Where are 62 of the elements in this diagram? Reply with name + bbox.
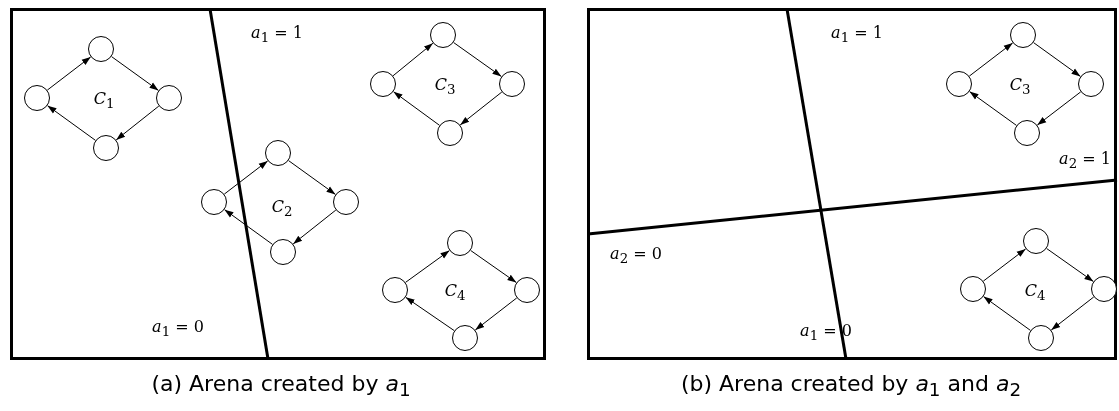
arrow — [292, 209, 337, 245]
arrow — [405, 296, 455, 332]
state-circle — [382, 277, 408, 303]
state-circle — [430, 22, 456, 48]
math-label: C$_{3}$ — [434, 74, 456, 98]
math-label: C$_{4}$ — [1024, 280, 1046, 304]
math-label: C$_{3}$ — [1009, 74, 1031, 98]
state-circle — [156, 85, 182, 111]
state-circle — [1014, 120, 1040, 146]
arrow — [1036, 91, 1082, 126]
arrow — [982, 248, 1027, 282]
math-label: a$_{1}$ = 0 — [800, 320, 852, 344]
state-circle — [514, 277, 540, 303]
state-circle — [1078, 71, 1104, 97]
state-circle — [452, 325, 478, 351]
arrow — [111, 56, 159, 91]
state-circle — [499, 71, 525, 97]
state-circle — [370, 71, 396, 97]
arrow — [474, 297, 518, 331]
arrow — [453, 42, 502, 77]
state-circle — [93, 135, 119, 161]
state-circle — [437, 120, 463, 146]
math-label: C$_{4}$ — [444, 280, 466, 304]
arrow — [405, 250, 450, 283]
math-label: a$_{1}$ = 1 — [831, 22, 883, 46]
arrow — [968, 42, 1014, 77]
state-circle — [270, 239, 296, 265]
arrow — [288, 160, 336, 195]
state-circle — [447, 230, 473, 256]
math-label: C$_{1}$ — [93, 88, 115, 112]
state-circle — [946, 71, 972, 97]
state-circle — [201, 189, 227, 215]
state-circle — [24, 85, 50, 111]
state-circle — [333, 189, 359, 215]
arrow — [1033, 42, 1081, 77]
math-label: a$_{1}$ = 0 — [152, 316, 204, 340]
math-label: a$_{2}$ = 0 — [610, 243, 662, 267]
arrow — [115, 105, 160, 141]
arrow — [470, 249, 517, 284]
panel-title: (a) Arena created by a$_{1}$ — [151, 371, 411, 401]
arrow — [1050, 296, 1095, 331]
arrow — [46, 56, 92, 91]
state-circle — [265, 140, 291, 166]
arrow — [393, 91, 440, 126]
state-circle — [960, 276, 986, 302]
math-label: C$_{2}$ — [271, 196, 293, 220]
arrow — [224, 209, 273, 245]
arrow — [1046, 248, 1094, 282]
state-circle — [88, 36, 114, 62]
panel-title: (b) Arena created by a$_{1}$ and a$_{2}$ — [680, 371, 1022, 401]
arrow — [969, 91, 1017, 126]
arrow — [983, 296, 1031, 331]
state-circle — [1010, 22, 1036, 48]
math-label: a$_{1}$ = 1 — [251, 22, 303, 46]
math-label: a$_{2}$ = 1 — [1059, 148, 1111, 172]
arrow — [47, 105, 96, 141]
arrow — [459, 91, 503, 126]
arrow — [392, 42, 434, 77]
state-circle — [1028, 325, 1054, 351]
arrow — [223, 160, 269, 195]
state-circle — [1091, 276, 1117, 302]
state-circle — [1023, 228, 1049, 254]
